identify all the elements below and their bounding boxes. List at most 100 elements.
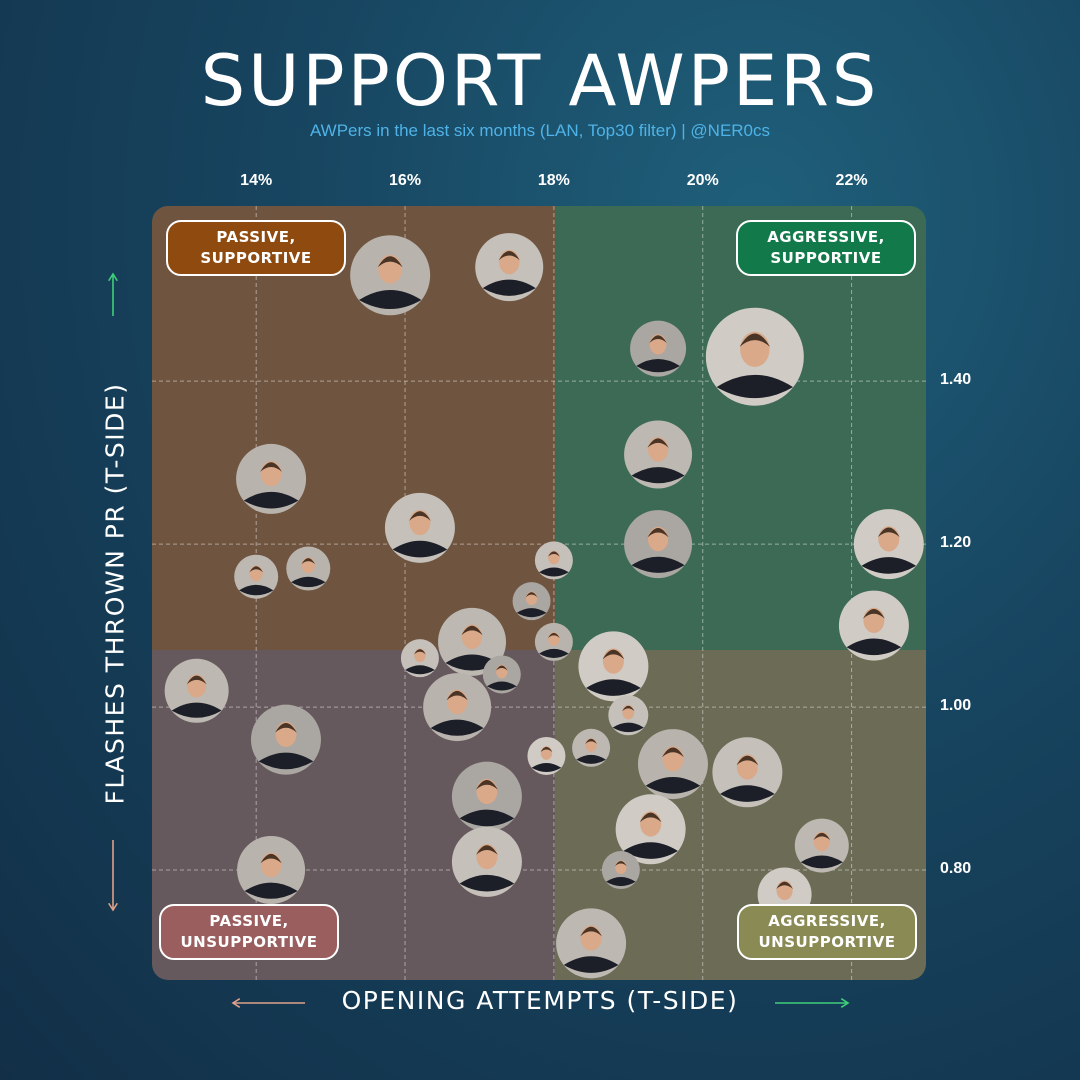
chart-subtitle: AWPers in the last six months (LAN, Top3… — [309, 121, 771, 140]
player-hair — [301, 558, 316, 565]
player-point — [164, 658, 229, 723]
quadrant-label-text: PASSIVE, UNSUPPORTIVE — [180, 912, 318, 951]
player-hair — [580, 926, 602, 937]
player-jersey — [358, 290, 422, 310]
player-point — [608, 695, 649, 736]
label-aggressive-supportive: AGGRESSIVE, SUPPORTIVE — [736, 220, 916, 276]
player-point — [286, 546, 331, 591]
player-jersey — [539, 567, 569, 577]
player-jersey — [606, 877, 636, 887]
player-hair — [614, 860, 627, 867]
player-hair — [877, 527, 900, 538]
player-jersey — [636, 358, 680, 373]
player-jersey — [645, 777, 701, 794]
player-hair — [409, 511, 431, 521]
player-point — [512, 582, 551, 621]
player-hair — [602, 649, 625, 660]
player-hair — [498, 250, 520, 261]
player-hair — [639, 812, 662, 823]
quadrant-aggressive-supportive — [555, 206, 926, 650]
y-tick-label: 1.40 — [940, 371, 972, 389]
player-point — [615, 794, 686, 865]
y-arrow-up-icon — [108, 272, 118, 316]
player-hair — [260, 853, 282, 864]
player-jersey — [291, 576, 326, 588]
player-jersey — [623, 842, 678, 859]
player-point — [556, 908, 627, 979]
plot-area — [152, 206, 926, 980]
player-hair — [414, 649, 426, 655]
player-point — [237, 836, 306, 905]
player-jersey — [716, 374, 794, 399]
player-hair — [547, 632, 560, 639]
player-point — [705, 307, 804, 406]
player-point — [853, 509, 924, 580]
player-point — [637, 729, 708, 800]
player-jersey — [539, 648, 569, 658]
player-point — [578, 631, 649, 702]
chart-title: SUPPORT AWPERS — [200, 40, 880, 122]
label-passive-unsupportive: PASSIVE, UNSUPPORTIVE — [159, 904, 339, 960]
player-hair — [540, 746, 553, 753]
player-point — [794, 818, 849, 873]
player-jersey — [531, 762, 562, 773]
y-axis-label: FLASHES THROWN PR (T-SIDE) — [100, 382, 130, 805]
label-passive-supportive: PASSIVE, SUPPORTIVE — [166, 220, 346, 276]
player-hair — [647, 438, 669, 448]
player-jersey — [430, 719, 484, 736]
player-jersey — [482, 279, 536, 296]
player-hair — [813, 832, 831, 841]
x-axis-label: OPENING ATTEMPTS (T-SIDE) — [341, 986, 739, 1015]
player-hair — [863, 608, 885, 619]
player-hair — [662, 747, 684, 758]
player-jersey — [612, 722, 644, 733]
player-point — [572, 728, 611, 767]
player-point — [624, 510, 693, 579]
y-tick-label: 1.00 — [940, 697, 972, 715]
player-hair — [647, 527, 669, 538]
x-tick-label: 22% — [835, 172, 868, 189]
player-jersey — [563, 956, 619, 973]
y-tick-label: 1.20 — [940, 534, 972, 552]
y-tick-label: 0.80 — [940, 860, 972, 877]
player-point — [234, 554, 279, 599]
player-hair — [495, 665, 508, 671]
player-point — [384, 492, 455, 563]
player-point — [630, 320, 687, 377]
player-jersey — [171, 702, 222, 718]
player-jersey — [516, 608, 547, 618]
x-tick-label: 14% — [240, 172, 273, 189]
player-point — [601, 851, 640, 890]
player-hair — [446, 690, 468, 701]
player-hair — [585, 738, 597, 744]
player-hair — [476, 845, 498, 855]
quadrant-label-text: AGGRESSIVE, UNSUPPORTIVE — [758, 912, 896, 951]
x-tick-label: 18% — [537, 172, 570, 189]
player-hair — [525, 592, 538, 598]
quadrant-label-text: PASSIVE, SUPPORTIVE — [200, 228, 312, 267]
player-jersey — [405, 665, 435, 675]
player-point — [423, 673, 492, 742]
player-jersey — [631, 556, 685, 573]
player-point — [236, 443, 307, 514]
player-jersey — [258, 752, 314, 770]
player-jersey — [631, 467, 685, 484]
player-jersey — [800, 855, 843, 869]
player-hair — [776, 881, 793, 890]
player-point — [624, 420, 693, 489]
player-point — [451, 761, 522, 832]
quadrant-label-text: AGGRESSIVE, SUPPORTIVE — [767, 228, 885, 267]
player-point — [482, 655, 521, 694]
player-jersey — [846, 638, 902, 656]
player-hair — [461, 625, 483, 636]
player-hair — [377, 256, 403, 268]
player-jersey — [239, 584, 274, 596]
player-jersey — [459, 809, 515, 827]
player-jersey — [392, 540, 448, 558]
player-hair — [547, 551, 560, 557]
scatter-plot — [152, 206, 926, 980]
player-hair — [622, 705, 635, 712]
player-point — [400, 639, 439, 678]
player-hair — [739, 333, 771, 347]
player-point — [451, 826, 522, 897]
